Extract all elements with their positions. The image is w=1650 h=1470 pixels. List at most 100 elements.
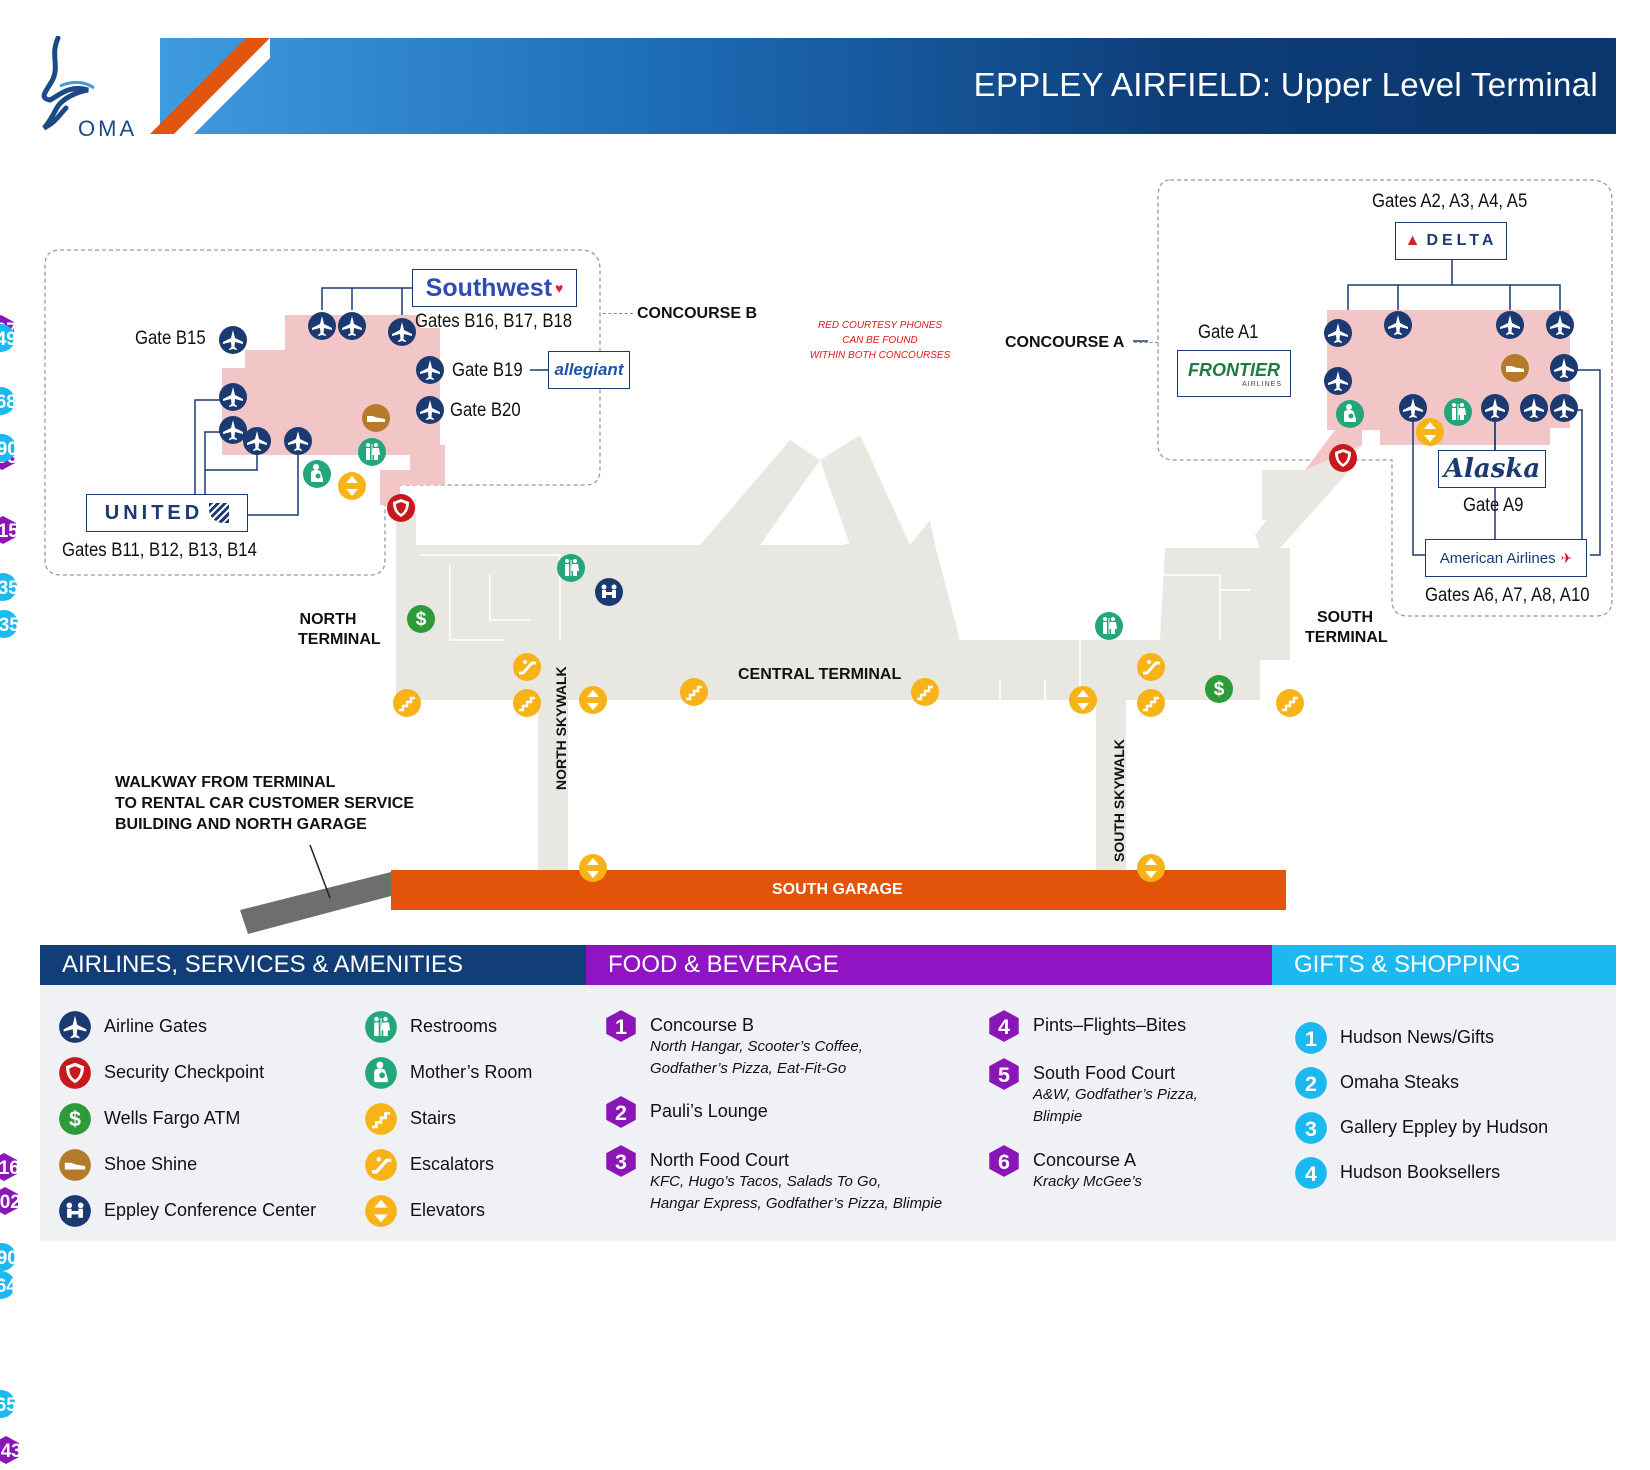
- plane-icon: [1549, 353, 1579, 388]
- food-marker-616: 616: [0, 1152, 20, 1187]
- svg-text:664: 664: [0, 1276, 16, 1297]
- stairs-icon: [1275, 688, 1305, 723]
- southwest-logo: Southwest ♥: [412, 269, 577, 307]
- plane-icon: [415, 395, 445, 430]
- plane-icon: [387, 317, 417, 352]
- legend-label: Gallery Eppley by Hudson: [1340, 1117, 1549, 1137]
- stairs-icon: [392, 688, 422, 723]
- svg-text:1: 1: [615, 1015, 627, 1039]
- south-skywalk: [1096, 700, 1126, 872]
- legend-row: Eppley Conference Center: [58, 1194, 316, 1233]
- south-garage-label: SOUTH GARAGE: [772, 881, 903, 898]
- shop-number-icon: 3: [1294, 1111, 1328, 1150]
- plane-icon: [218, 382, 248, 417]
- legend-label: Restrooms: [410, 1016, 498, 1036]
- legend-label: Mother’s Room: [410, 1062, 533, 1082]
- food-number-icon: 4: [987, 1009, 1021, 1048]
- plane-icon: [1323, 366, 1353, 401]
- shop-marker-635: 635: [0, 572, 19, 607]
- shield-icon: [1328, 443, 1358, 478]
- plane-icon: [307, 311, 337, 346]
- mother-icon: [1335, 399, 1365, 434]
- legend-sublabel: North Hangar, Scooter’s Coffee,: [650, 1038, 863, 1055]
- legend-label: Airline Gates: [104, 1016, 208, 1036]
- south-skywalk-label: SOUTH SKYWALK: [1111, 739, 1127, 862]
- elevator-icon: [1068, 685, 1098, 720]
- plane-icon: [1323, 318, 1353, 353]
- shop-marker-690: 690: [0, 1242, 18, 1277]
- frontier-logo: FRONTIER AIRLINES: [1177, 350, 1291, 397]
- legend-label: Wells Fargo ATM: [104, 1108, 241, 1128]
- gate-a1-label: Gate A1: [1198, 322, 1259, 343]
- legend-label: Pauli’s Lounge: [650, 1101, 768, 1121]
- plane-icon: [283, 426, 313, 461]
- dollar-icon: $: [58, 1102, 92, 1141]
- gates-b16-b18-label: Gates B16, B17, B18: [415, 311, 573, 332]
- legend-sublabel: KFC, Hugo’s Tacos, Salads To Go,: [650, 1173, 882, 1190]
- shield-icon: [58, 1056, 92, 1095]
- alaska-logo: Alaska: [1438, 450, 1546, 488]
- svg-text:3: 3: [1305, 1117, 1317, 1141]
- legend-sublabel: Kracky McGee’s: [1033, 1173, 1142, 1190]
- concourse-a-outline: [1157, 179, 1613, 617]
- svg-text:4: 4: [998, 1015, 1010, 1039]
- restroom-icon: [364, 1010, 398, 1049]
- allegiant-logo: allegiant: [548, 351, 630, 389]
- food-number-icon: 1: [604, 1009, 638, 1048]
- restroom-icon: [357, 437, 387, 472]
- elevator-icon: [578, 685, 608, 720]
- legend-sublabel: Godfather’s Pizza, Eat-Fit-Go: [650, 1060, 847, 1077]
- plane-icon: [58, 1010, 92, 1049]
- shop-marker-635: 635: [0, 609, 20, 644]
- svg-text:4: 4: [1305, 1162, 1317, 1186]
- svg-text:2: 2: [615, 1101, 627, 1125]
- legend-label: Eppley Conference Center: [104, 1200, 317, 1220]
- svg-text:3: 3: [615, 1150, 627, 1174]
- gate-a9-label: Gate A9: [1463, 495, 1524, 516]
- shield-icon: [386, 493, 416, 528]
- conference-icon: [594, 577, 624, 612]
- escalator-icon: [512, 652, 542, 687]
- svg-text:668: 668: [0, 392, 16, 413]
- legend-sublabel: A&W, Godfather’s Pizza,: [1033, 1086, 1198, 1103]
- page-title: EPPLEY AIRFIELD: Upper Level Terminal: [973, 66, 1598, 103]
- food-marker-602: 602: [0, 1186, 21, 1221]
- shop-number-icon: 4: [1294, 1156, 1328, 1195]
- plane-icon: [1495, 310, 1525, 345]
- legend-label: Hudson Booksellers: [1340, 1162, 1501, 1182]
- legend-label: Stairs: [410, 1108, 457, 1128]
- legend-label: South Food Court: [1033, 1063, 1176, 1083]
- south-garage: [391, 870, 1286, 910]
- legend-label: Concourse A: [1033, 1150, 1137, 1170]
- terminal-map: [44, 179, 1613, 934]
- concourse-b-floor: [222, 315, 445, 505]
- legend-row: 3 Gallery Eppley by Hudson: [1294, 1111, 1548, 1150]
- legend-row: Mother’s Room: [364, 1056, 532, 1095]
- legend-row: Restrooms: [364, 1010, 497, 1049]
- svg-text:2: 2: [1305, 1072, 1317, 1096]
- shoe-icon: [58, 1148, 92, 1187]
- header-banner: [160, 38, 1616, 134]
- svg-text:690: 690: [0, 1248, 17, 1269]
- shoe-icon: [1500, 353, 1530, 388]
- logo-text: OMA: [78, 116, 138, 141]
- legend-sublabel: Blimpie: [1033, 1108, 1083, 1125]
- concourse-a-label: CONCOURSE A: [1005, 334, 1125, 351]
- legend-row: $ Wells Fargo ATM: [58, 1102, 240, 1141]
- legend-label: Security Checkpoint: [104, 1062, 265, 1082]
- legend-label: Elevators: [410, 1200, 486, 1220]
- concourse-b-connector: [603, 313, 633, 314]
- legend-food-heading: FOOD & BEVERAGE: [586, 945, 1272, 985]
- gate-b20-label: Gate B20: [450, 400, 521, 421]
- shop-marker-365: 365: [0, 1389, 17, 1424]
- elevator-icon: [578, 853, 608, 888]
- svg-text:602: 602: [0, 1192, 20, 1213]
- plane-icon: [1383, 310, 1413, 345]
- shop-marker-690: 690: [0, 433, 18, 468]
- walkway-to-rental-car: [240, 872, 391, 934]
- gates-a6-a10-label: Gates A6, A7, A8, A10: [1425, 585, 1590, 606]
- north-skywalk: [538, 700, 568, 872]
